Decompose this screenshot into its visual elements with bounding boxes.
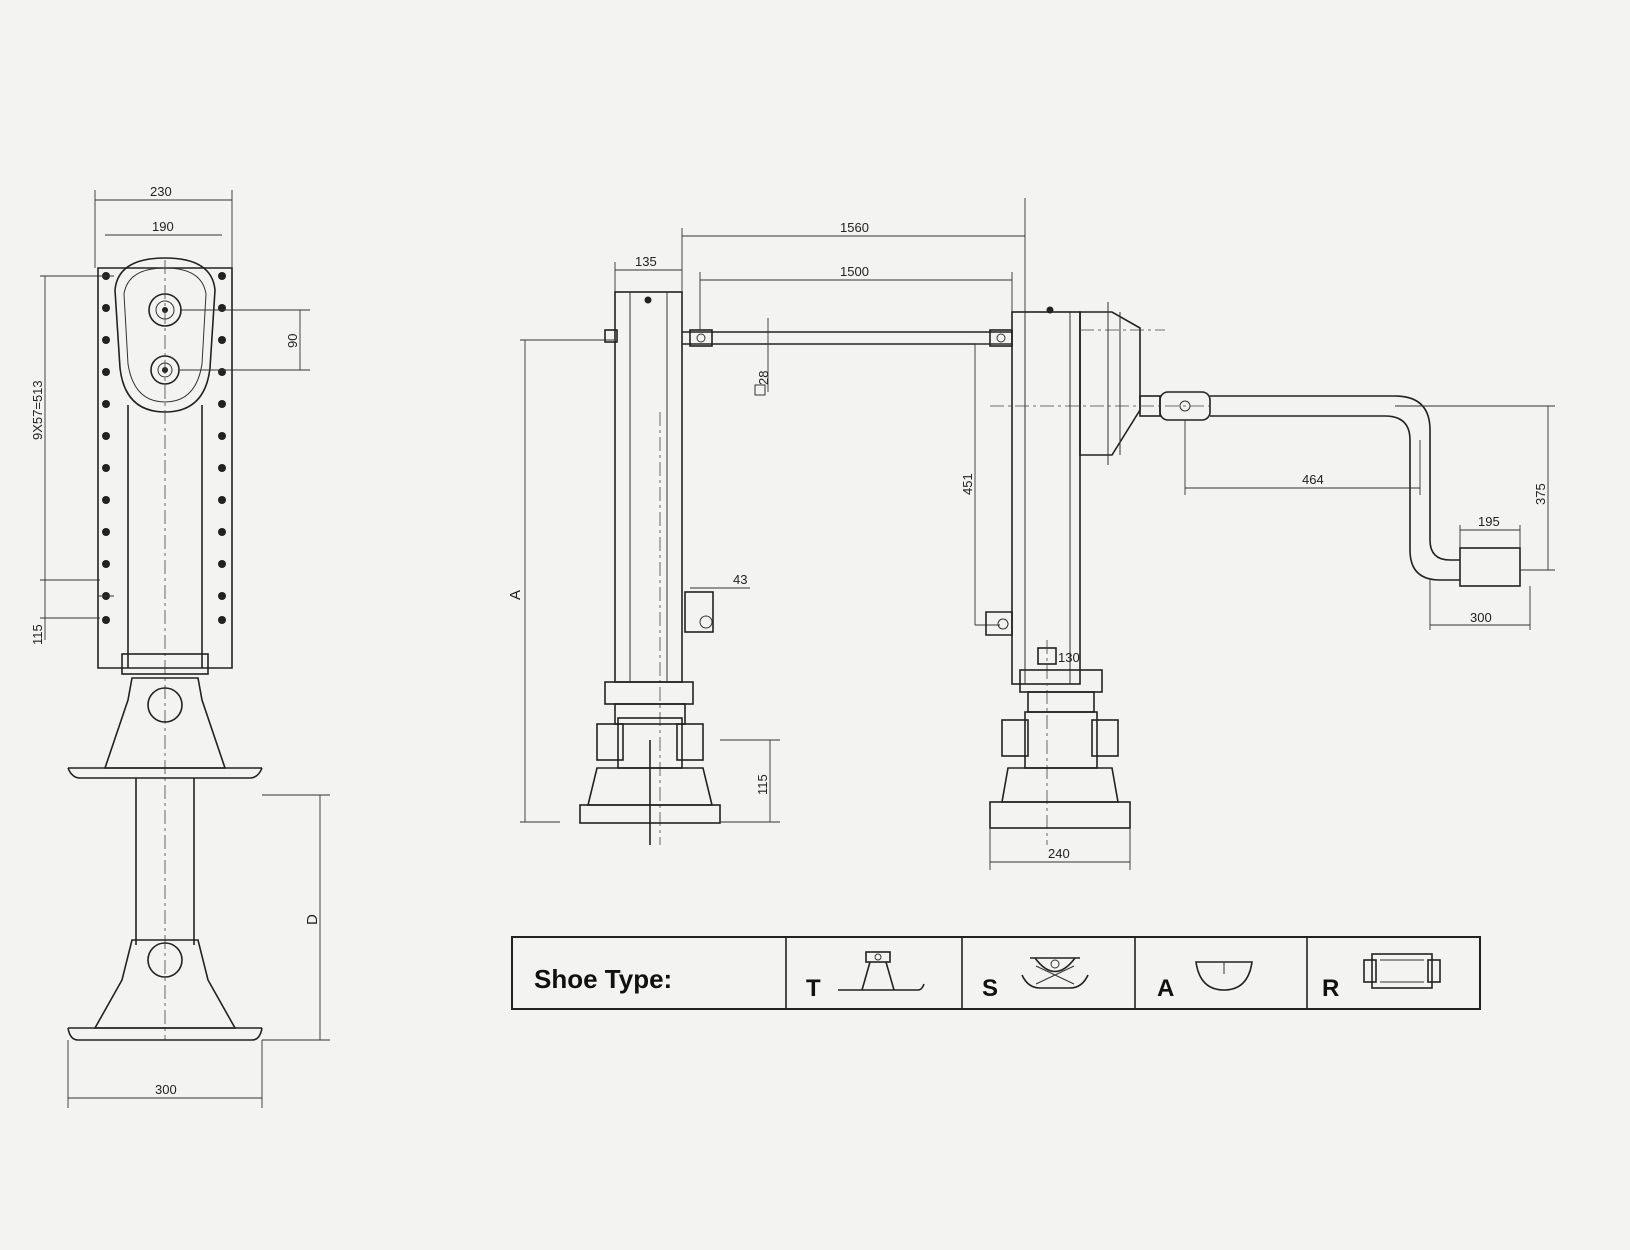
dim-464: 464 [1302,472,1324,487]
dim-9x57-513: 9X57=513 [30,380,45,440]
dim-300-crank: 300 [1470,610,1492,625]
shoe-letter-r: R [1322,975,1339,1002]
r-shoe-icon [1363,953,1441,989]
a-shoe-icon [1195,961,1253,991]
dim-135: 135 [635,254,657,269]
dim-130: 130 [1058,650,1080,665]
dim-a: A [507,590,524,600]
dim-1500: 1500 [840,264,869,279]
dim-300-front: 300 [155,1082,177,1097]
shoe-letter-a: A [1157,975,1174,1002]
dim-240: 240 [1048,846,1070,861]
t-shoe-icon [838,951,925,991]
dim-28: 28 [756,371,771,385]
shoe-letter-t: T [806,975,821,1002]
mounting-bolt-holes [102,272,226,624]
front-view: 230 190 [30,184,330,1108]
dim-115-side: 115 [755,774,770,795]
dim-115-front: 115 [30,624,45,645]
shoe-type-table: Shoe Type: T S A R [511,936,1481,1010]
dim-195: 195 [1478,514,1500,529]
dim-1560: 1560 [840,220,869,235]
dim-375: 375 [1533,483,1548,505]
s-shoe-icon [1021,957,1089,989]
dim-43: 43 [733,572,747,587]
dim-d: D [304,914,321,925]
side-view: 1560 1500 135 28 43 [507,198,1555,870]
shoe-letter-s: S [982,975,998,1002]
dim-230: 230 [150,184,172,199]
dim-451: 451 [960,473,975,495]
dim-90: 90 [285,334,300,348]
dim-190: 190 [152,219,174,234]
shoe-type-title: Shoe Type: [534,964,672,994]
